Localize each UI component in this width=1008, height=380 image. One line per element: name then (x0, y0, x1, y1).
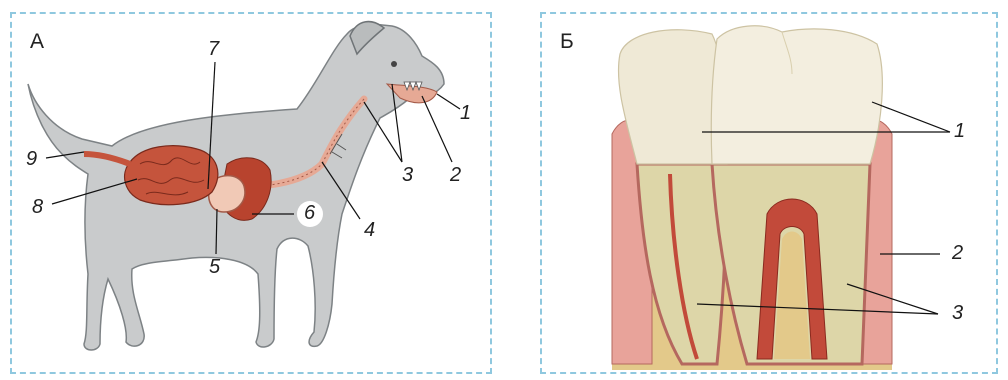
label-b-1: 1 (954, 120, 965, 143)
intestines (125, 146, 218, 205)
tooth-illustration (542, 14, 998, 374)
label-a-7: 7 (208, 38, 219, 61)
label-b-2: 2 (952, 242, 963, 265)
label-a-9: 9 (26, 148, 37, 171)
panel-b-tooth: Б 1 2 3 (540, 12, 998, 374)
label-b-3: 3 (952, 302, 963, 325)
label-a-6: 6 (304, 202, 315, 225)
label-a-5: 5 (209, 256, 220, 279)
label-a-1: 1 (460, 102, 471, 125)
label-a-4: 4 (364, 219, 375, 242)
tooth-right-crown (711, 26, 882, 164)
label-a-2: 2 (450, 164, 461, 187)
panel-a-dog: А (10, 12, 492, 374)
label-a-8: 8 (32, 196, 43, 219)
dog-illustration (12, 14, 492, 374)
tooth-left-crown (618, 30, 727, 164)
label-a-3: 3 (402, 164, 413, 187)
